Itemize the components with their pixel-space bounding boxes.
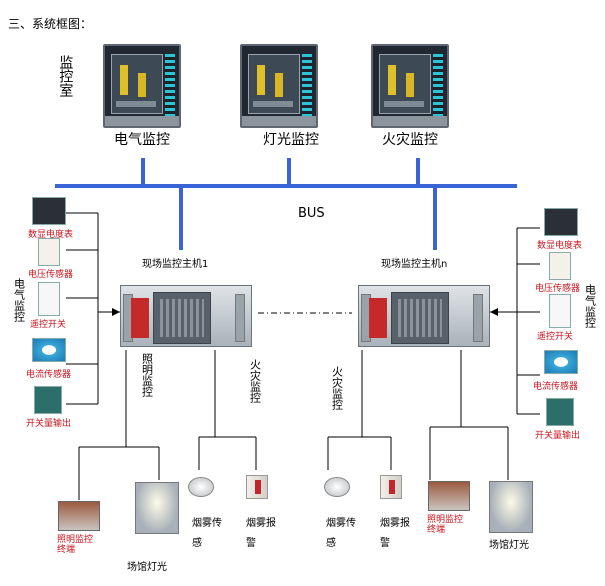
monitor-label-electric: 电气监控 (114, 132, 170, 148)
smoke-sensor-image (324, 477, 350, 497)
control-room-label: 监控室 (57, 55, 74, 97)
venue-light-image (489, 481, 533, 533)
monitor-label-lighting: 灯光监控 (263, 132, 319, 148)
fire-monitor-image (371, 44, 449, 128)
left-device-label: 数显电度表 (28, 230, 74, 240)
right-fire-label: 火灾监控 (330, 366, 344, 410)
current-sensor-icon (544, 350, 578, 374)
host-label-n: 现场监控主机n (381, 259, 448, 270)
left-device-label: 遥控开关 (30, 320, 67, 330)
lighting-monitor-image (240, 44, 318, 128)
lighting-terminal-image (58, 501, 100, 531)
smoke-alarm-image (380, 475, 402, 499)
right-device-label: 遥控开关 (537, 332, 574, 342)
lighting-terminal-image (428, 481, 470, 511)
left-smoke-sensor-label: 烟雾传感 (192, 518, 222, 549)
host-label-1: 现场监控主机1 (142, 259, 209, 270)
bus-label: BUS (298, 206, 325, 221)
right-electric-label: 电气监控 (583, 284, 597, 328)
right-device-label: 电压传感器 (535, 284, 581, 294)
energy-meter-icon (32, 197, 66, 225)
venue-light-image (135, 482, 179, 534)
left-device-label: 电压传感器 (28, 270, 74, 280)
right-smoke-alarm-label: 烟雾报警 (380, 518, 410, 549)
switch-output-icon (34, 386, 62, 414)
left-smoke-alarm-label: 烟雾报警 (246, 518, 276, 549)
section-title: 三、系统框图： (8, 17, 93, 31)
remote-switch-icon (38, 282, 60, 316)
left-lighting-terminal-label: 照明监控终端 (57, 535, 94, 556)
left-device-label: 开关量输出 (26, 419, 72, 429)
smoke-alarm-image (246, 475, 268, 499)
left-device-label: 电流传感器 (26, 370, 72, 380)
smoke-sensor-image (188, 477, 214, 497)
current-sensor-icon (32, 338, 66, 362)
right-device-label: 开关量输出 (535, 431, 581, 441)
right-device-label: 电流传感器 (533, 382, 579, 392)
site-host-1-image (120, 285, 252, 347)
right-smoke-sensor-label: 烟雾传感 (326, 518, 356, 549)
left-electric-label: 电气监控 (12, 278, 26, 322)
monitor-label-fire: 火灾监控 (382, 132, 438, 148)
site-host-n-image (358, 285, 490, 347)
left-venue-light-label: 场馆灯光 (127, 562, 167, 573)
switch-output-icon (546, 398, 574, 426)
right-device-label: 数显电度表 (537, 241, 583, 251)
energy-meter-icon (544, 208, 578, 236)
remote-switch-icon (549, 294, 571, 328)
right-lighting-terminal-label: 照明监控终端 (427, 515, 464, 536)
right-venue-light-label: 场馆灯光 (489, 540, 529, 551)
voltage-sensor-icon (38, 238, 60, 266)
voltage-sensor-icon (549, 252, 571, 280)
electric-monitor-image (103, 44, 181, 128)
left-lighting-label: 照明监控 (140, 353, 154, 397)
left-fire-label: 火灾监控 (248, 359, 262, 403)
